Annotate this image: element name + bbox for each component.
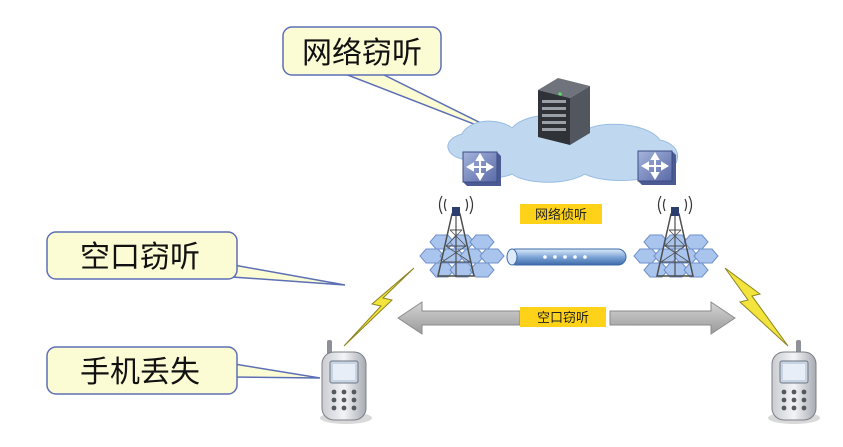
callout-air-eavesdrop: 空口窃听 [46,231,346,286]
callout-box [46,231,238,280]
backhaul-link [506,248,627,266]
mobile-phone-icon-right [768,340,820,424]
mobile-phone-icon-left [320,340,372,424]
callout-air-label: 空口窃听 [80,240,200,275]
callout-phone-loss-label: 手机丢失 [80,355,200,390]
router-icon-right [637,150,676,185]
cell-tower-icon-left [437,195,475,277]
cell-cluster-left [419,234,505,278]
cell-cluster-right [633,234,719,278]
tag-network-tap: 网络侦听 [520,204,602,224]
router-icon-left [462,151,501,186]
callout-box [46,346,238,395]
callout-phone-loss: 手机丢失 [46,346,321,395]
lightning-bolt-icon-left [343,267,415,347]
callout-box [282,26,442,76]
callout-pointer [226,263,346,286]
core-network-cloud [447,114,679,183]
cell-tower-icon-right [656,195,694,277]
callout-network-label: 网络窃听 [302,36,422,71]
callout-pointer [227,362,321,379]
tag-air-tap-label: 空口窃听 [537,310,589,326]
server-rack-icon [538,78,590,145]
tag-air-tap: 空口窃听 [520,307,606,327]
tag-network-tap-label: 网络侦听 [535,207,587,223]
callout-network-eavesdrop: 网络窃听 [282,26,516,141]
lightning-bolt-icon-right [724,267,789,347]
